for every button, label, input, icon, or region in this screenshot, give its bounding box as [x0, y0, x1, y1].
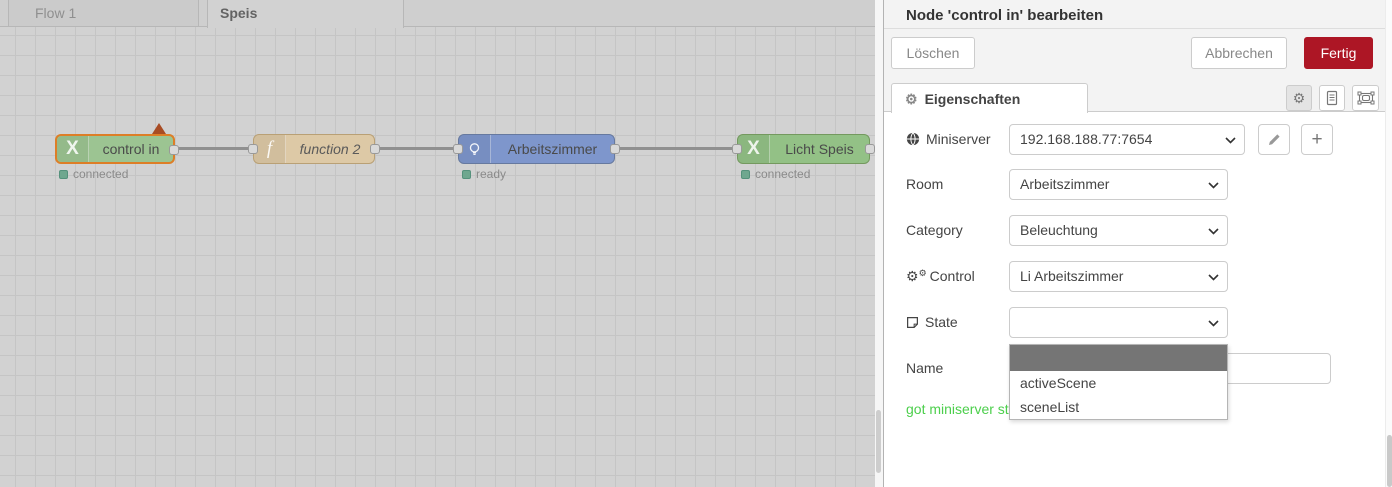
tab-properties-label: Eigenschaften	[924, 90, 1021, 107]
state-dropdown-list: activeScene sceneList	[1009, 344, 1228, 420]
chevron-down-icon	[1208, 320, 1219, 327]
node-status: connected	[59, 167, 128, 181]
node-label: Arbeitszimmer	[507, 141, 598, 157]
chevron-down-icon	[1208, 274, 1219, 281]
output-port[interactable]	[169, 145, 179, 155]
flow-tab-1[interactable]: Flow 1	[8, 0, 199, 27]
node-arbeitszimmer[interactable]: Arbeitszimmer	[453, 134, 620, 164]
appearance-tab-button[interactable]	[1352, 85, 1379, 111]
state-select[interactable]	[1009, 307, 1228, 338]
tab-properties[interactable]: ⚙ Eigenschaften	[891, 83, 1088, 113]
panel-scrollbar[interactable]	[1385, 0, 1392, 487]
field-label-text: Control	[929, 268, 975, 284]
sticky-note-icon	[907, 316, 918, 328]
chevron-down-icon	[1225, 137, 1236, 144]
name-label: Name	[906, 360, 943, 376]
node-status: connected	[741, 167, 810, 181]
properties-tab-button[interactable]: ⚙	[1286, 85, 1312, 111]
pencil-icon	[1269, 133, 1280, 145]
category-label: Category	[906, 222, 963, 238]
cogs-icon: ⚙⚙	[906, 268, 927, 284]
delete-button[interactable]: Löschen	[891, 37, 975, 69]
panel-header: Node 'control in' bearbeiten	[884, 0, 1392, 29]
miniserver-select[interactable]: 192.168.188.77:7654	[1009, 124, 1245, 155]
output-port[interactable]	[370, 144, 380, 154]
workspace-area: Flow 1 Speis X control in connected f	[0, 0, 883, 487]
dropdown-option-scenelist[interactable]: sceneList	[1020, 399, 1080, 415]
panel-scrollbar-thumb[interactable]	[1387, 435, 1392, 487]
miniserver-value: 192.168.188.77:7654	[1020, 131, 1153, 147]
globe-icon	[906, 132, 920, 146]
category-value: Beleuchtung	[1020, 222, 1098, 238]
node-label: Licht Speis	[785, 141, 854, 157]
wire-room-licht[interactable]	[617, 147, 739, 150]
node-licht-speis[interactable]: X Licht Speis	[732, 134, 875, 164]
panel-title: Node 'control in' bearbeiten	[906, 7, 1104, 24]
flow-tab-speis[interactable]: Speis	[207, 0, 404, 28]
status-dot-icon	[59, 169, 68, 179]
control-select[interactable]: Li Arbeitszimmer	[1009, 261, 1228, 292]
status-text: connected	[755, 167, 811, 181]
status-text: ready	[476, 167, 507, 181]
field-label-text: Name	[906, 360, 944, 376]
canvas-scrollbar-thumb[interactable]	[876, 410, 881, 473]
appearance-frame-icon	[1357, 91, 1374, 105]
node-changed-triangle-icon	[152, 123, 166, 134]
plus-icon: +	[1311, 129, 1323, 150]
node-control-in[interactable]: X control in	[55, 134, 179, 164]
panel-toolbar: Löschen Abbrechen Fertig	[884, 29, 1392, 77]
description-tab-button[interactable]	[1319, 85, 1345, 111]
room-value: Arbeitszimmer	[1020, 176, 1110, 192]
field-label-text: Miniserver	[926, 131, 991, 147]
input-port[interactable]	[732, 144, 742, 154]
flow-tabbar: Flow 1 Speis	[0, 0, 875, 28]
status-text: connected	[73, 167, 129, 181]
loxone-x-icon: X	[57, 136, 89, 162]
control-label: ⚙⚙ Control	[906, 268, 975, 284]
field-label-text: Room	[906, 176, 944, 192]
edit-miniserver-button[interactable]	[1258, 124, 1290, 155]
chevron-down-icon	[1208, 182, 1219, 189]
node-status: ready	[462, 167, 506, 181]
dropdown-option-activescene[interactable]: activeScene	[1020, 375, 1097, 391]
gear-icon: ⚙	[1292, 90, 1306, 106]
node-label: control in	[102, 141, 160, 157]
function-f-icon: f	[254, 135, 286, 163]
field-label-text: State	[925, 314, 958, 330]
add-miniserver-button[interactable]: +	[1301, 124, 1333, 155]
wire-controlin-function[interactable]	[176, 147, 258, 150]
gear-icon: ⚙	[905, 90, 918, 107]
room-label: Room	[906, 176, 943, 192]
canvas-scrollbar[interactable]	[875, 0, 883, 487]
lightbulb-icon	[459, 135, 491, 163]
node-function-2[interactable]: f function 2	[248, 134, 380, 164]
room-select[interactable]: Arbeitszimmer	[1009, 169, 1228, 200]
status-dot-icon	[741, 169, 750, 179]
status-dot-icon	[462, 169, 471, 179]
control-value: Li Arbeitszimmer	[1020, 268, 1124, 284]
input-port[interactable]	[248, 144, 258, 154]
miniserver-label: Miniserver	[906, 131, 991, 147]
node-label: function 2	[299, 141, 361, 157]
miniserver-status-message: got miniserver st	[906, 401, 1009, 417]
properties-form: Miniserver 192.168.188.77:7654 + Room Ar…	[884, 112, 1392, 487]
input-port[interactable]	[453, 144, 463, 154]
cancel-button[interactable]: Abbrechen	[1191, 37, 1287, 69]
loxone-x-icon: X	[738, 135, 770, 163]
field-label-text: Category	[906, 222, 963, 238]
flow-canvas[interactable]: X control in connected f function 2 A	[0, 27, 875, 487]
state-label: State	[906, 314, 958, 330]
wire-function-room[interactable]	[376, 147, 460, 150]
chevron-down-icon	[1208, 228, 1219, 235]
document-icon	[1326, 90, 1338, 106]
done-button[interactable]: Fertig	[1304, 37, 1373, 69]
panel-tabs: ⚙ Eigenschaften ⚙	[884, 77, 1392, 113]
dropdown-option-empty[interactable]	[1010, 345, 1227, 371]
edit-node-panel: Node 'control in' bearbeiten Löschen Abb…	[883, 0, 1392, 487]
category-select[interactable]: Beleuchtung	[1009, 215, 1228, 246]
output-port[interactable]	[610, 144, 620, 154]
output-port[interactable]	[865, 144, 875, 154]
